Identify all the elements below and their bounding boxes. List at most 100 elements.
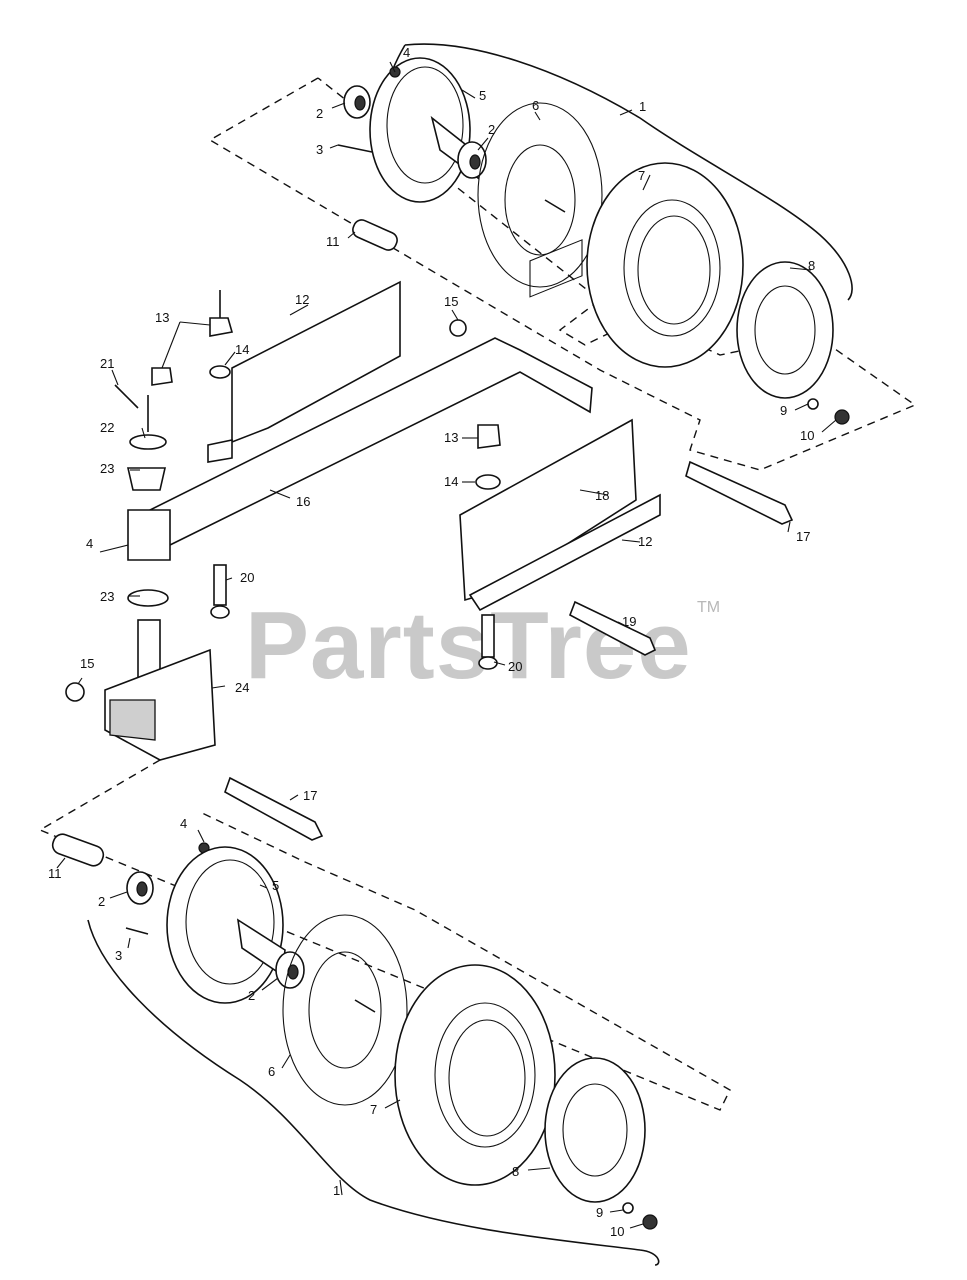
bolt-17-upper xyxy=(685,460,794,525)
upper-spacer xyxy=(352,219,398,251)
callout-15: 15 xyxy=(80,656,94,671)
callout-12: 12 xyxy=(295,292,309,307)
lower-inner-tube xyxy=(282,914,408,1106)
callout-17: 17 xyxy=(796,529,810,544)
nut-15-lower xyxy=(65,682,85,702)
bolt-20-right-head xyxy=(478,656,498,670)
callout-22: 22 xyxy=(100,420,114,435)
nut-15-upper xyxy=(449,319,467,337)
upper-valve-stem xyxy=(544,199,566,213)
left-mounting-bracket xyxy=(231,280,401,444)
callout-10: 10 xyxy=(610,1224,624,1239)
upper-inner-tube-hole xyxy=(504,144,576,256)
upper-cap xyxy=(834,409,850,425)
lower-wheel-rim xyxy=(544,1057,646,1203)
callout-5: 5 xyxy=(479,88,486,103)
lower-tire-inner-bead xyxy=(448,1019,526,1137)
spindle-housing xyxy=(127,509,171,561)
spindle-knuckle-face xyxy=(109,699,156,741)
callout-23: 23 xyxy=(100,589,114,604)
callout-8: 8 xyxy=(808,258,815,273)
lower-tire xyxy=(394,964,556,1186)
callout-3: 3 xyxy=(115,948,122,963)
front-axle xyxy=(138,337,593,546)
lower-washer xyxy=(622,1202,634,1214)
callout-16: 16 xyxy=(296,494,310,509)
lower-hub-flange-rim xyxy=(185,859,275,985)
lower-inner-tube-hole xyxy=(308,951,382,1069)
callout-13: 13 xyxy=(444,430,458,445)
lower-tire-bead xyxy=(434,1002,536,1148)
lower-hub-flange xyxy=(166,846,284,1004)
lower-wheel-rim-center xyxy=(562,1083,628,1177)
callout-14: 14 xyxy=(235,342,249,357)
washer-22 xyxy=(129,434,167,450)
cotter-pin xyxy=(114,384,139,409)
callout-19: 19 xyxy=(622,614,636,629)
upper-hub-flange xyxy=(369,57,471,203)
lower-cap xyxy=(642,1214,658,1230)
callout-7: 7 xyxy=(638,168,645,183)
right-bracket-label-plate xyxy=(529,239,583,298)
upper-bearing-inner-bore xyxy=(469,154,481,170)
upper-wheel-rim-center xyxy=(754,285,816,375)
callout-3: 3 xyxy=(316,142,323,157)
bolt-20-left xyxy=(213,564,227,606)
callout-12: 12 xyxy=(638,534,652,549)
callout-21: 21 xyxy=(100,356,114,371)
trademark-mark: TM xyxy=(697,599,720,616)
callout-13: 13 xyxy=(155,310,169,325)
callout-4: 4 xyxy=(180,816,187,831)
washer-14-right xyxy=(475,474,501,490)
bolt-19 xyxy=(568,600,657,656)
callout-9: 9 xyxy=(596,1205,603,1220)
callout-18: 18 xyxy=(595,488,609,503)
nut-13-right xyxy=(477,424,501,449)
lower-bearing-outer-bore xyxy=(136,881,148,897)
callout-4: 4 xyxy=(86,536,93,551)
upper-tire xyxy=(586,162,744,368)
callout-2: 2 xyxy=(488,122,495,137)
bolt-20-left-head xyxy=(210,605,230,619)
lower-assembly-outline xyxy=(87,919,660,1266)
partstree-watermark: PartsTree xyxy=(245,592,692,699)
callout-14: 14 xyxy=(444,474,458,489)
upper-bearing-outer-bore xyxy=(354,95,366,111)
lower-hidden-boundary xyxy=(38,759,731,1111)
callout-23: 23 xyxy=(100,461,114,476)
lower-spacer xyxy=(51,833,105,867)
upper-wheel-rim xyxy=(736,261,834,399)
callout-11: 11 xyxy=(48,866,62,881)
callout-2: 2 xyxy=(248,988,255,1003)
upper-hub-flange-rim xyxy=(386,66,464,184)
lower-valve-stem xyxy=(354,999,376,1013)
callout-6: 6 xyxy=(268,1064,275,1079)
callout-15: 15 xyxy=(444,294,458,309)
callout-24: 24 xyxy=(235,680,249,695)
callout-6: 6 xyxy=(532,98,539,113)
washer-14-left xyxy=(209,365,231,379)
bushing-23-lower xyxy=(127,589,169,607)
callout-7: 7 xyxy=(370,1102,377,1117)
nut-13-upper xyxy=(209,317,234,337)
callout-10: 10 xyxy=(800,428,814,443)
upper-washer xyxy=(807,398,819,410)
callout-8: 8 xyxy=(512,1164,519,1179)
lower-hub-bolt xyxy=(125,927,149,935)
upper-inner-tube xyxy=(477,102,603,288)
callout-2: 2 xyxy=(98,894,105,909)
callout-20: 20 xyxy=(240,570,254,585)
upper-hidden-boundary xyxy=(208,77,917,471)
left-bracket-flange xyxy=(207,439,233,463)
upper-tire-inner-bead xyxy=(637,215,711,325)
callout-17: 17 xyxy=(303,788,317,803)
bolt-20-right xyxy=(481,614,495,658)
bushing-23-upper xyxy=(126,467,167,491)
callout-1: 1 xyxy=(639,99,646,114)
callout-2: 2 xyxy=(316,106,323,121)
upper-tire-bead xyxy=(623,199,721,337)
nut-13-left xyxy=(151,367,173,386)
callout-9: 9 xyxy=(780,403,787,418)
callout-1: 1 xyxy=(333,1183,340,1198)
